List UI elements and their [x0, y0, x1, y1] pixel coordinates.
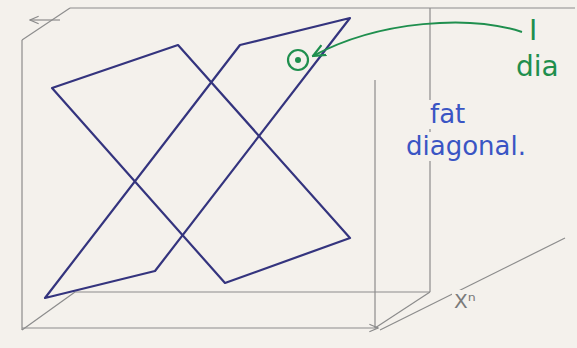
box-edge	[75, 291, 430, 292]
point-dot	[295, 57, 301, 63]
axis-arrow	[30, 19, 60, 20]
box-edge	[22, 8, 70, 40]
pointer-arrow	[313, 23, 522, 56]
annotation-text: diagonal.	[404, 132, 528, 161]
diagonal-planes	[45, 18, 350, 298]
plane	[52, 45, 350, 283]
marked-point	[288, 23, 522, 70]
box-edge	[21, 40, 22, 330]
note-text: I	[527, 16, 539, 47]
point-circle	[288, 50, 308, 70]
box-edge	[70, 7, 575, 8]
note-text: dia	[514, 52, 561, 83]
annotation-text: fat	[428, 100, 467, 129]
box-edge	[374, 80, 375, 328]
axis-label: Xⁿ	[452, 290, 478, 312]
axis-arrow	[22, 327, 378, 328]
pencil-box	[22, 8, 575, 330]
plane	[45, 18, 350, 298]
axis-line	[380, 238, 565, 330]
box-edge	[375, 292, 430, 328]
